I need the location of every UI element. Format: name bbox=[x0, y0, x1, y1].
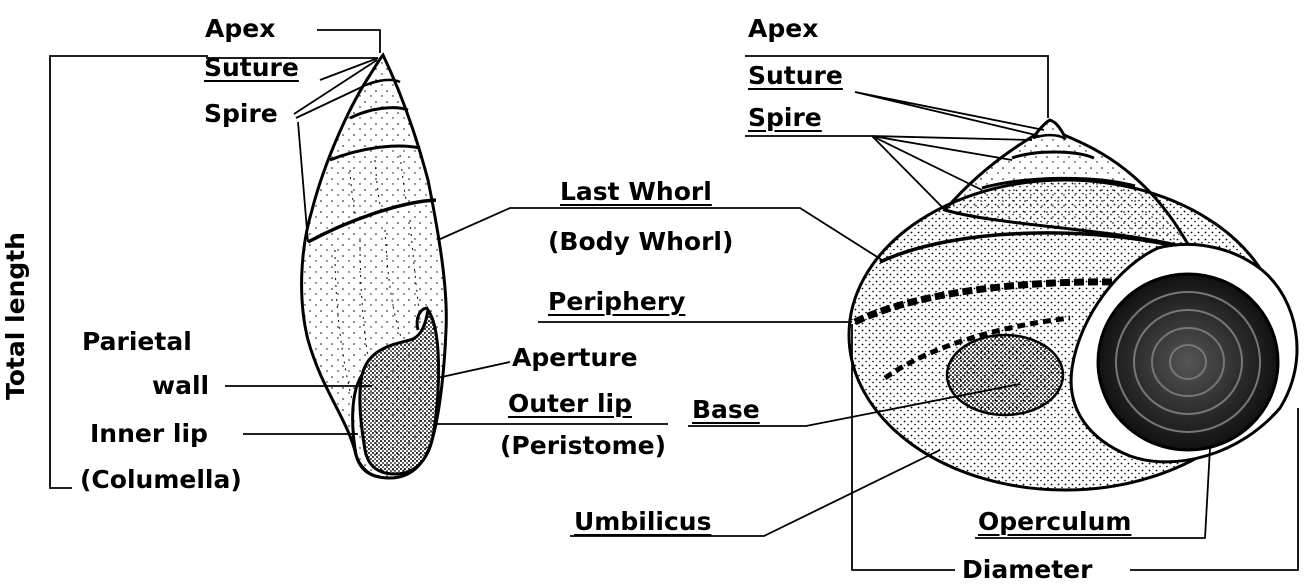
label-umbilicus: Umbilicus bbox=[574, 508, 711, 536]
leader-suture-right bbox=[855, 92, 1044, 136]
label-operculum: Operculum bbox=[978, 508, 1131, 536]
label-inner-lip: Inner lip bbox=[90, 420, 208, 448]
right-shell-drawing bbox=[849, 120, 1297, 490]
label-aperture: Aperture bbox=[512, 344, 638, 372]
label-spire-left: Spire bbox=[204, 100, 278, 128]
label-body-whorl: (Body Whorl) bbox=[548, 228, 733, 256]
label-suture-left: Suture bbox=[204, 54, 299, 82]
right-shell-umbilicus bbox=[947, 335, 1063, 415]
label-total-length: Total length bbox=[2, 232, 30, 400]
left-shell-drawing bbox=[302, 55, 447, 478]
label-parietal: Parietal bbox=[82, 328, 192, 356]
label-spire-right: Spire bbox=[748, 104, 822, 132]
label-suture-right: Suture bbox=[748, 62, 843, 90]
label-apex-right: Apex bbox=[748, 15, 818, 43]
leader-aperture bbox=[437, 362, 510, 378]
leader-apex-left bbox=[317, 30, 380, 53]
label-base: Base bbox=[692, 396, 760, 424]
label-apex-left: Apex bbox=[205, 15, 275, 43]
label-wall: wall bbox=[152, 372, 209, 400]
label-diameter: Diameter bbox=[962, 556, 1092, 584]
label-periphery: Periphery bbox=[548, 288, 685, 316]
label-last-whorl: Last Whorl bbox=[560, 178, 712, 206]
label-peristome: (Peristome) bbox=[500, 432, 666, 460]
label-outer-lip: Outer lip bbox=[508, 390, 632, 418]
right-shell-operculum bbox=[1098, 274, 1278, 450]
label-columella: (Columella) bbox=[80, 466, 242, 494]
